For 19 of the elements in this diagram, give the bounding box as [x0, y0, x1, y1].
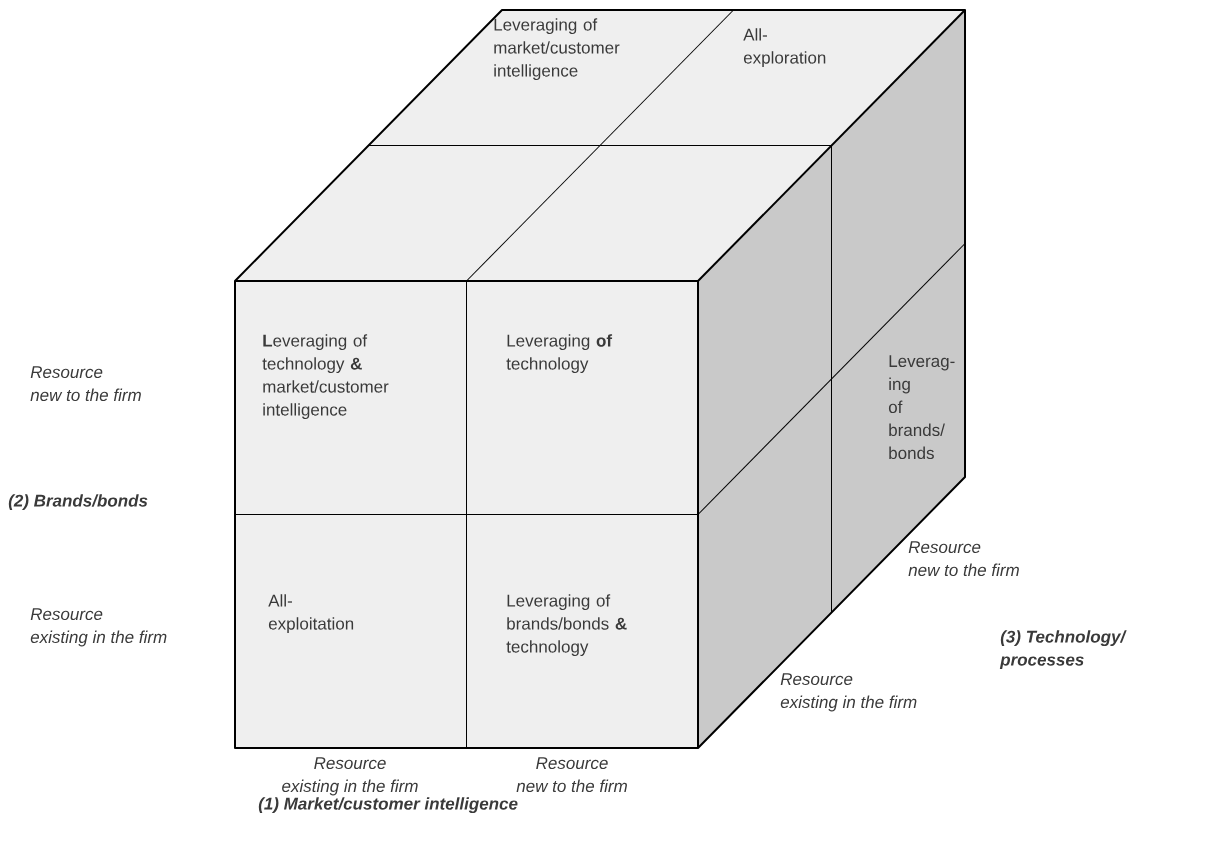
axis-title: (2) Brands/bonds	[8, 494, 148, 511]
node-label: Leverag- ing of brands/ bonds	[888, 355, 955, 460]
cube-cell: All- exploitation	[235, 514, 467, 748]
axis-label: Resource existing in the firm	[282, 757, 418, 796]
axis-label: Resource new to the firm	[516, 757, 627, 793]
node-label: Leveraging of technology & market/customer intelligence	[262, 334, 389, 420]
cube-cell: Leveraging of brands/bonds & technology	[466, 514, 698, 748]
cube-cell: Leveraging of technology & market/customer intelligence	[235, 281, 467, 515]
axis-label: Resource existing in the firm	[30, 608, 167, 647]
node-label: All- exploitation	[268, 594, 354, 634]
axis-label: Resource new to the firm	[30, 366, 141, 402]
axis-label: Resource existing in the firm	[780, 673, 917, 712]
axis-title: (1) Market/customer intelligence	[258, 797, 518, 814]
cube-cell: Leveraging of market/customer intelligence	[368, 10, 734, 146]
node-label: Leveraging of brands/bonds & technology	[506, 594, 627, 657]
axis-title: (3) Technology/ processes	[999, 630, 1127, 670]
node-label: All- exploration	[743, 28, 826, 68]
cube-cell: Leveraging of technology	[466, 281, 698, 515]
node-label: Leveraging of technology	[506, 334, 613, 374]
